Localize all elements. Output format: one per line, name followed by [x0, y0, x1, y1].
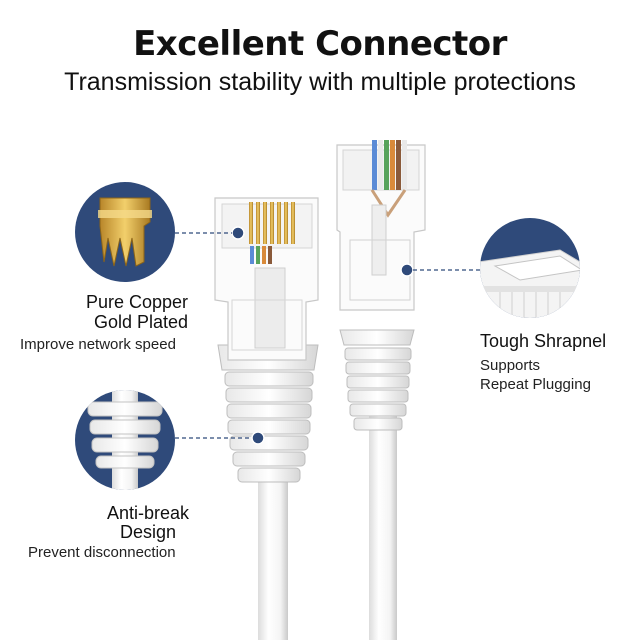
shrapnel-description-line2: Repeat Plugging: [480, 376, 591, 393]
copper-marker: [231, 226, 245, 240]
shrapnel-title: Tough Shrapnel: [480, 331, 607, 351]
antibreak-description: Prevent disconnection: [28, 544, 176, 561]
page-title: Excellent Connector: [133, 24, 507, 64]
page-subtitle: Transmission stability with multiple pro…: [64, 68, 576, 96]
antibreak-callout-circle: [75, 390, 175, 490]
copper-callout-circle: [75, 182, 175, 282]
antibreak-marker: [251, 431, 265, 445]
antibreak-title-line1: Anti-break: [106, 503, 190, 523]
left-connector: [214, 197, 319, 640]
copper-title-line2: Gold Plated: [93, 312, 188, 332]
shrapnel-description-line1: Supports: [480, 357, 541, 374]
antibreak-title-line2: Design: [119, 522, 177, 542]
shrapnel-marker: [400, 263, 414, 277]
copper-title-line1: Pure Copper: [85, 292, 188, 312]
right-connector: [336, 140, 426, 640]
shrapnel-callout-circle: [480, 218, 580, 318]
copper-description: Improve network speed: [20, 336, 176, 353]
